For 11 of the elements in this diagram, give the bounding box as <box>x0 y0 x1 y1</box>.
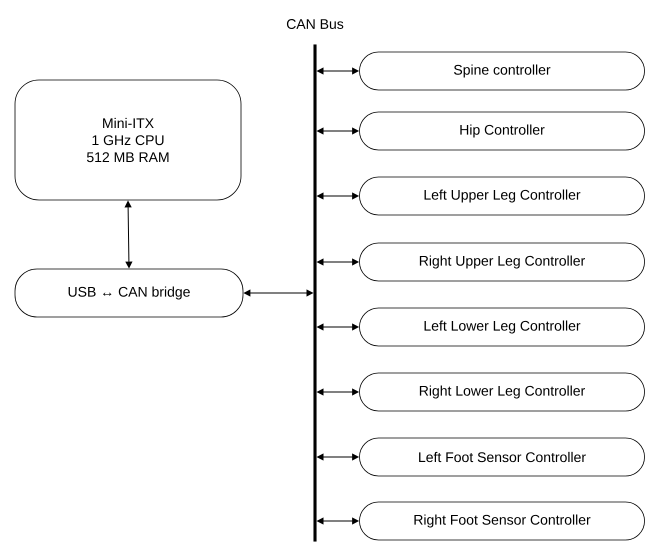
controller-pill: Right Foot Sensor Controller <box>359 502 645 540</box>
bus-label: CAN Bus <box>286 19 344 29</box>
controller-pill: Left Foot Sensor Controller <box>359 438 645 476</box>
controller-pill: USB ↔ CAN bridge <box>14 268 244 318</box>
controller-pill: Right Lower Leg Controller <box>359 372 645 412</box>
computer-box: Mini-ITX 1 GHz CPU 512 MB RAM <box>14 80 242 200</box>
controller-pill: Spine controller <box>359 52 645 90</box>
controller-pill: Hip Controller <box>359 112 645 150</box>
controller-pill: Right Upper Leg Controller <box>359 242 645 282</box>
controller-pill: Left Lower Leg Controller <box>359 308 645 346</box>
controller-pill: Left Upper Leg Controller <box>359 176 645 216</box>
